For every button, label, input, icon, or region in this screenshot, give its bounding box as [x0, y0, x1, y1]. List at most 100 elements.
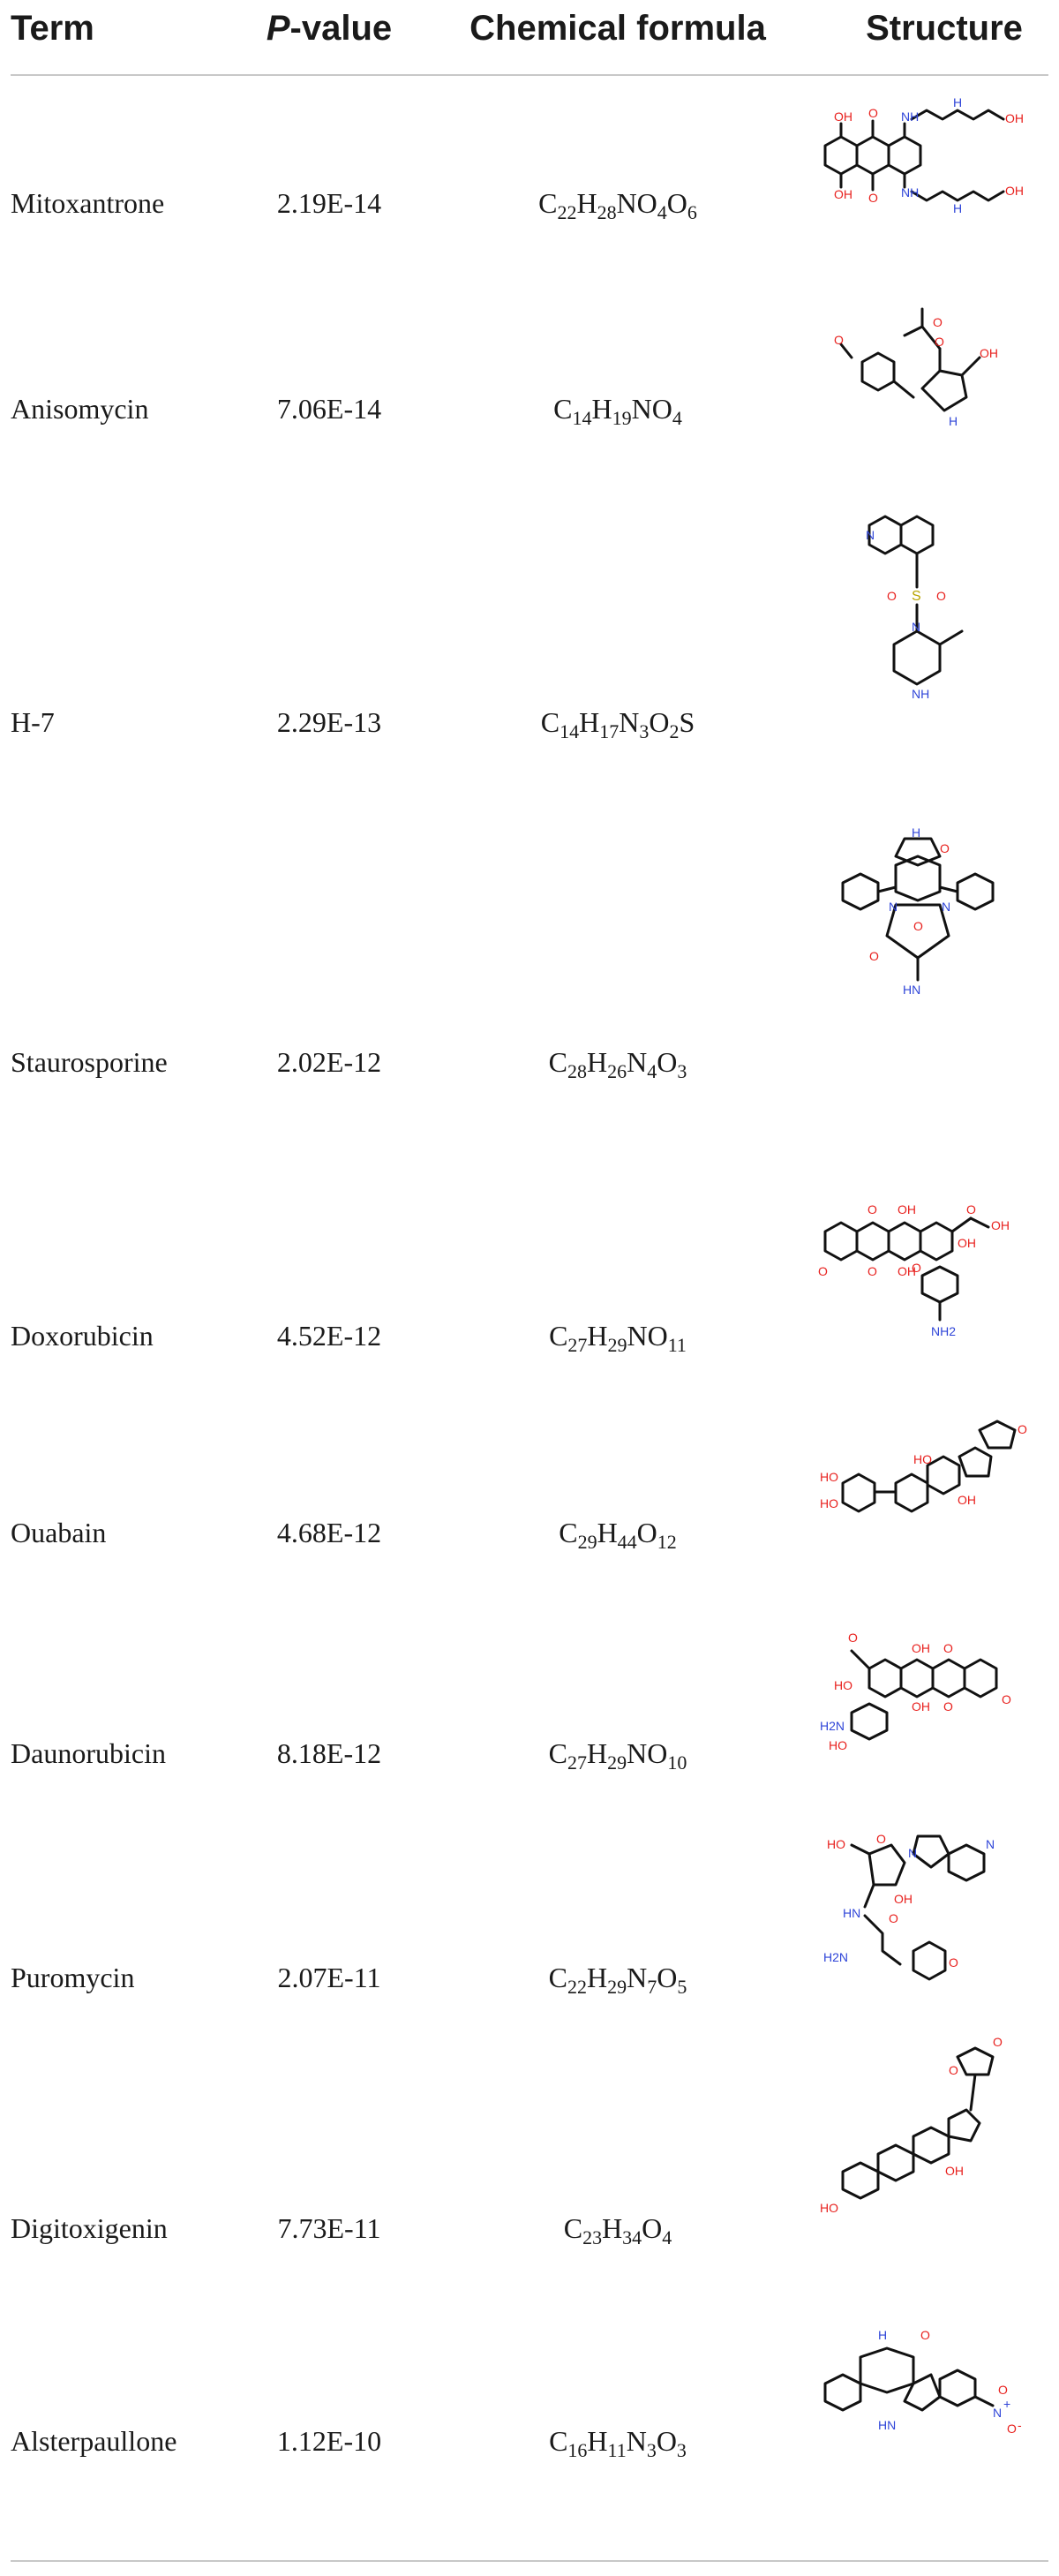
svg-text:O: O	[912, 1261, 921, 1275]
svg-text:NH: NH	[912, 687, 929, 701]
svg-text:OH: OH	[898, 1202, 916, 1216]
formula-element: O	[636, 1517, 657, 1548]
formula-element: H	[587, 1320, 608, 1352]
formula-cell: C14H19NO4	[441, 393, 794, 429]
formula-subscript: 28	[597, 201, 617, 223]
formula-subscript: 3	[646, 2439, 657, 2461]
formula-cell: C14H17N3O2S	[441, 706, 794, 742]
svg-text:OH: OH	[980, 346, 998, 360]
svg-text:N: N	[993, 2406, 1002, 2420]
formula-element: C	[563, 2212, 583, 2244]
svg-text:O: O	[887, 589, 897, 603]
formula-subscript: 16	[567, 2439, 588, 2461]
formula-subscript: 27	[567, 1334, 588, 1356]
formula-element: H	[602, 2212, 623, 2244]
svg-text:N: N	[986, 1837, 995, 1851]
svg-text:-: -	[1018, 2418, 1022, 2432]
svg-text:O: O	[848, 1631, 858, 1645]
svg-text:H: H	[953, 95, 962, 109]
svg-text:OH: OH	[945, 2164, 964, 2178]
formula-element: C	[549, 2425, 568, 2457]
svg-text:O: O	[920, 2328, 930, 2342]
svg-text:OH: OH	[958, 1493, 976, 1507]
formula-subscript: 4	[657, 201, 667, 223]
svg-text:OH: OH	[991, 1218, 1010, 1232]
term-cell: Puromycin	[11, 1962, 135, 1993]
formula-subscript: 29	[607, 1976, 627, 1998]
svg-text:O: O	[834, 333, 844, 347]
term-cell: Digitoxigenin	[11, 2212, 168, 2244]
puromycin-structure: HO O N N OH HN O H2N O	[816, 1819, 1037, 2013]
svg-text:H: H	[912, 825, 920, 840]
svg-text:N: N	[942, 900, 950, 914]
svg-text:O: O	[949, 1955, 958, 1970]
svg-text:HO: HO	[820, 1496, 838, 1510]
term-cell: Doxorubicin	[11, 1320, 154, 1352]
svg-text:OH: OH	[1005, 184, 1024, 198]
formula-subscript: 11	[607, 2439, 627, 2461]
formula-element: N	[627, 1046, 648, 1078]
svg-text:O: O	[936, 589, 946, 603]
formula-subscript: 22	[557, 201, 577, 223]
header-structure: Structure	[866, 9, 1023, 48]
formula-cell: C22H29N7O5	[441, 1962, 794, 1997]
svg-text:O: O	[943, 1699, 953, 1714]
svg-text:O: O	[998, 2383, 1008, 2397]
svg-text:O: O	[889, 1911, 898, 1925]
formula-subscript: 29	[577, 1531, 597, 1553]
formula-subscript: 14	[560, 720, 580, 742]
formula-element: S	[679, 706, 695, 738]
formula-subscript: 19	[612, 407, 632, 429]
formula-subscript: 27	[567, 1751, 587, 1774]
svg-text:O: O	[818, 1264, 828, 1278]
formula-element: C	[549, 1320, 568, 1352]
svg-text:O: O	[913, 919, 923, 933]
formula-element: O	[657, 1962, 678, 1993]
svg-text:HO: HO	[834, 1678, 852, 1692]
formula-cell: C29H44O12	[441, 1517, 794, 1552]
formula-subscript: 11	[667, 1334, 687, 1356]
formula-subscript: 5	[677, 1976, 687, 1998]
header-p-value: P-value	[263, 0, 395, 74]
svg-text:OH: OH	[912, 1641, 930, 1655]
term-cell: Staurosporine	[11, 1046, 168, 1078]
table-bottom-rule	[11, 2560, 1048, 2562]
formula-element: C	[559, 1517, 578, 1548]
formula-element: O	[656, 2425, 677, 2457]
formula-element: NO	[631, 393, 672, 425]
svg-text:OH: OH	[958, 1236, 976, 1250]
svg-text:H2N: H2N	[823, 1950, 848, 1964]
formula-subscript: 3	[676, 2439, 687, 2461]
svg-text:O: O	[876, 1832, 886, 1846]
svg-text:OH: OH	[1005, 111, 1024, 125]
svg-text:OH: OH	[834, 187, 852, 201]
p-value-cell: 8.18E-12	[276, 1737, 382, 1769]
formula-element: O	[657, 1046, 678, 1078]
mitoxantrone-structure: OH O O OH NH NH H H OH OH	[816, 84, 1037, 234]
svg-text:NH2: NH2	[931, 1324, 956, 1338]
formula-subscript: 29	[607, 1334, 627, 1356]
formula-element: C	[548, 1046, 567, 1078]
p-value-cell: 7.73E-11	[277, 2212, 381, 2244]
formula-element: H	[591, 393, 612, 425]
header-rule	[11, 74, 1048, 76]
term-cell: Mitoxantrone	[11, 187, 165, 219]
formula-subscript: 12	[657, 1531, 677, 1553]
svg-text:O: O	[943, 1641, 953, 1655]
svg-text:H: H	[949, 414, 958, 428]
formula-element: C	[548, 1962, 567, 1993]
alsterpaullone-structure: H O HN N + O O -	[816, 2313, 1037, 2489]
svg-text:N: N	[908, 1846, 917, 1860]
header-term: Term	[11, 9, 94, 48]
term-cell: Ouabain	[11, 1517, 107, 1548]
formula-subscript: 2	[669, 720, 680, 742]
svg-text:O: O	[993, 2035, 1003, 2049]
digitoxigenin-structure: O O OH HO	[816, 2022, 1037, 2278]
formula-subscript: 4	[662, 2226, 672, 2248]
svg-text:O: O	[869, 949, 879, 963]
svg-text:HN: HN	[843, 1906, 860, 1920]
formula-subscript: 17	[599, 720, 620, 742]
formula-element: N	[626, 2425, 647, 2457]
staurosporine-structure: H O N N O O HN	[816, 812, 1037, 1112]
